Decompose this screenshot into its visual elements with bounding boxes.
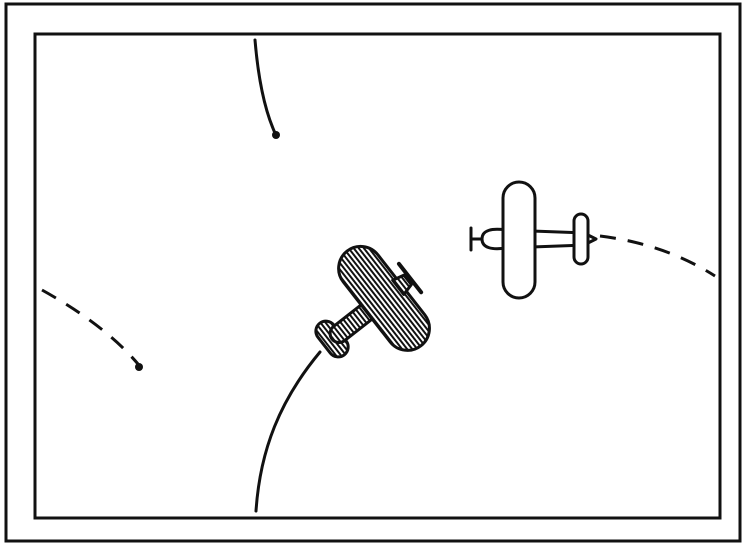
projectile-dot	[272, 131, 280, 139]
projectile-dot	[135, 363, 143, 371]
